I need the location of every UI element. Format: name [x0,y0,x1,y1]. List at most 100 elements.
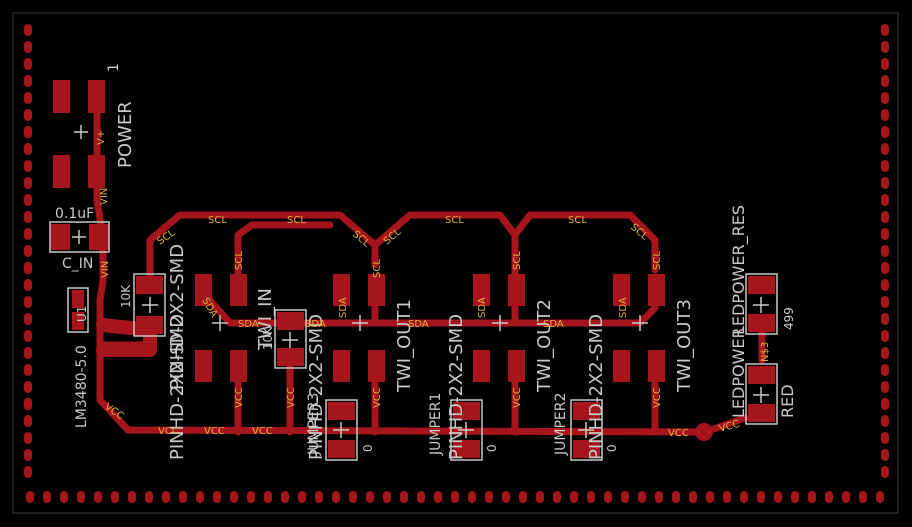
label-ledpower-res: LEDPOWER_RES [729,205,749,335]
net-scl-12: SCL [652,251,663,270]
via-dot [417,491,425,503]
net-sda-3: SDA [543,319,564,330]
label-u1: U1 [75,306,89,322]
net-vcc-3: VCC [204,426,225,437]
vcc-thick [96,318,157,357]
via-dot [881,449,889,461]
label-twi-out3: TWI_OUT3 [674,299,695,393]
label-jumper2: JUMPER2 [553,393,569,456]
via-dot [24,228,32,240]
via-dot [774,491,782,503]
via-dot [881,228,889,240]
net-sda-5: SDA [199,296,219,320]
net-scl-2: SCL [287,215,306,226]
label-red: RED [778,384,797,418]
label-r10k-1: 10K [119,284,133,308]
via-dot [111,491,119,503]
via-dot [24,415,32,427]
via-dot [43,491,51,503]
via-dot [655,491,663,503]
net-scl-1: SCL [208,215,227,226]
net-labels: SCL SCL SCL SCL SCL SCL SCL SCL SCL SCL … [102,215,741,439]
via-dot [24,245,32,257]
net-sda-2: SDA [408,319,429,330]
via-dot [230,491,238,503]
via-dot [315,491,323,503]
via-dot [881,466,889,478]
label-twi-out1: TWI_OUT1 [394,299,415,393]
label-jumper3: JUMPER3 [306,393,322,456]
via-dot [24,347,32,359]
via-dot [485,491,493,503]
via-dot [24,398,32,410]
net-vcc-2: VCC [158,426,179,437]
via-dot [881,330,889,342]
net-sda-4: SDA [305,319,326,330]
via-dot [24,160,32,172]
label-vin-1: VIN [99,188,110,205]
net-scl-9: SCL [234,251,245,270]
label-c-in-name: C_IN [62,256,93,272]
via-dot [281,491,289,503]
via-dot [77,491,85,503]
via-dot [332,491,340,503]
via-dot [24,466,32,478]
board-outline [12,12,899,514]
via-dot [128,491,136,503]
label-twi-out2: TWI_OUT2 [534,299,555,393]
via-dot [881,211,889,223]
via-dot [434,491,442,503]
net-scl-8: SCL [628,222,650,243]
label-r10k-2: 10K [261,326,275,350]
via-dot [24,109,32,121]
via-dot [24,211,32,223]
via-dot [881,381,889,393]
via-dot [451,491,459,503]
via-dot [881,58,889,70]
via-dot [179,491,187,503]
via-dot [881,296,889,308]
net-vcc-7: VCC [234,387,245,408]
via-dot [881,262,889,274]
via-dot [400,491,408,503]
via-dot [24,381,32,393]
via-dot [876,491,884,503]
via-dot [881,109,889,121]
via-dot [24,313,32,325]
via-dot [468,491,476,503]
via-dot [349,491,357,503]
via-dot [881,24,889,36]
via-dot [24,364,32,376]
net-vcc-5: VCC [668,428,689,439]
net-scl-11: SCL [512,251,523,270]
via-dot [519,491,527,503]
via-dot [553,491,561,503]
label-pinhd-4: PINHD-2X2-SMD [586,314,607,460]
via-dot [740,491,748,503]
via-dot [881,415,889,427]
label-pinhd-3: PINHD-2X2-SMD [446,314,467,460]
via-dot [94,491,102,503]
via-dot [24,41,32,53]
via-dot [842,491,850,503]
silk-labels: POWER 1 V+ VIN VIN 0.1uF C_IN U1 LM3480-… [55,63,797,460]
scl-trace-3 [371,211,659,274]
via-dot [881,279,889,291]
label-n3: N$3 [760,342,771,362]
label-ledpower: LEDPOWER [729,327,748,418]
label-power: POWER [115,101,136,168]
net-scl-6: SCL [350,229,372,250]
net-vcc-9: VCC [372,387,383,408]
pads [50,80,775,458]
via-dot [24,194,32,206]
via-dot [24,143,32,155]
via-dot [24,449,32,461]
net-sda-7: SDA [477,297,488,318]
label-pinhd-2: PINHD-2X2-SMD [306,314,327,460]
via-dot [247,491,255,503]
via-dot [24,432,32,444]
via-dot [24,330,32,342]
via-dot [536,491,544,503]
label-499: 499 [782,307,796,330]
via-dot [621,491,629,503]
